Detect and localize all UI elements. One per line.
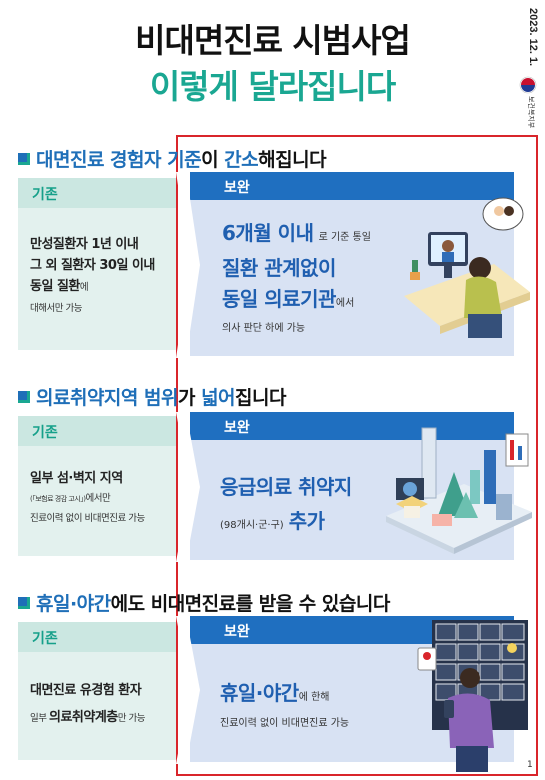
improved-text-3: 휴일·야간에 한해 진료이력 없이 비대면진료 가능 xyxy=(220,681,350,729)
ministry-text: 보건복지부 xyxy=(527,96,536,129)
vertical-date: 2023. 12. 1. xyxy=(527,8,539,66)
square-bullet-icon xyxy=(18,391,30,403)
ministry-label: 보건복지부 xyxy=(527,96,536,129)
date-text: 2023. 12. 1. xyxy=(527,8,539,66)
chevron-arrow-icon xyxy=(176,616,200,764)
existing-box-2: 기존 일부 섬·벽지 지역 (「보험료 경감 고시」)에서만 진료이력 없이 비… xyxy=(18,416,176,556)
city-map-illustration xyxy=(386,427,532,554)
existing-box-3: 기존 대면진료 유경험 환자 일부 의료취약계층만 가능 xyxy=(18,622,176,760)
existing-text-1: 만성질환자 1년 이내 그 외 질환자 30일 이내 동일 질환에 대해서만 가… xyxy=(30,237,155,314)
page-subtitle: 이렇게 달라집니다 xyxy=(149,67,396,106)
chevron-arrow-icon xyxy=(176,172,200,358)
page-title: 비대면진료 시범사업 xyxy=(135,21,411,60)
chevron-arrow-icon xyxy=(176,412,200,562)
page-number: 1 xyxy=(527,760,533,770)
existing-text-3: 대면진료 유경험 환자 일부 의료취약계층만 가능 xyxy=(30,683,146,725)
square-bullet-icon xyxy=(18,153,30,165)
section-heading-1: 대면진료 경험자 기준이 간소해집니다 xyxy=(18,145,327,172)
existing-tag: 기존 xyxy=(18,622,176,652)
doctor-video-call-illustration xyxy=(404,197,530,338)
section-heading-2: 의료취약지역 범위가 넓어집니다 xyxy=(18,383,286,410)
government-emblem-icon xyxy=(519,76,537,94)
night-phone-illustration xyxy=(417,620,528,772)
section-heading-3: 휴일·야간에도 비대면진료를 받을 수 있습니다 xyxy=(18,589,390,616)
existing-box-1: 기존 만성질환자 1년 이내 그 외 질환자 30일 이내 동일 질환에 대해서… xyxy=(18,178,176,350)
highlight-frame xyxy=(176,135,538,776)
existing-text-2: 일부 섬·벽지 지역 (「보험료 경감 고시」)에서만 진료이력 없이 비대면진… xyxy=(30,471,145,524)
improved-text-1: 6개월 이내 로 기준 통일 질환 관계없이 동일 의료기관에서 의사 판단 하… xyxy=(222,221,371,334)
existing-tag: 기존 xyxy=(18,416,176,446)
improved-text-2: 응급의료 취약지 (98개시·군·구) 추가 xyxy=(220,475,352,533)
existing-tag: 기존 xyxy=(18,178,176,208)
square-bullet-icon xyxy=(18,597,30,609)
